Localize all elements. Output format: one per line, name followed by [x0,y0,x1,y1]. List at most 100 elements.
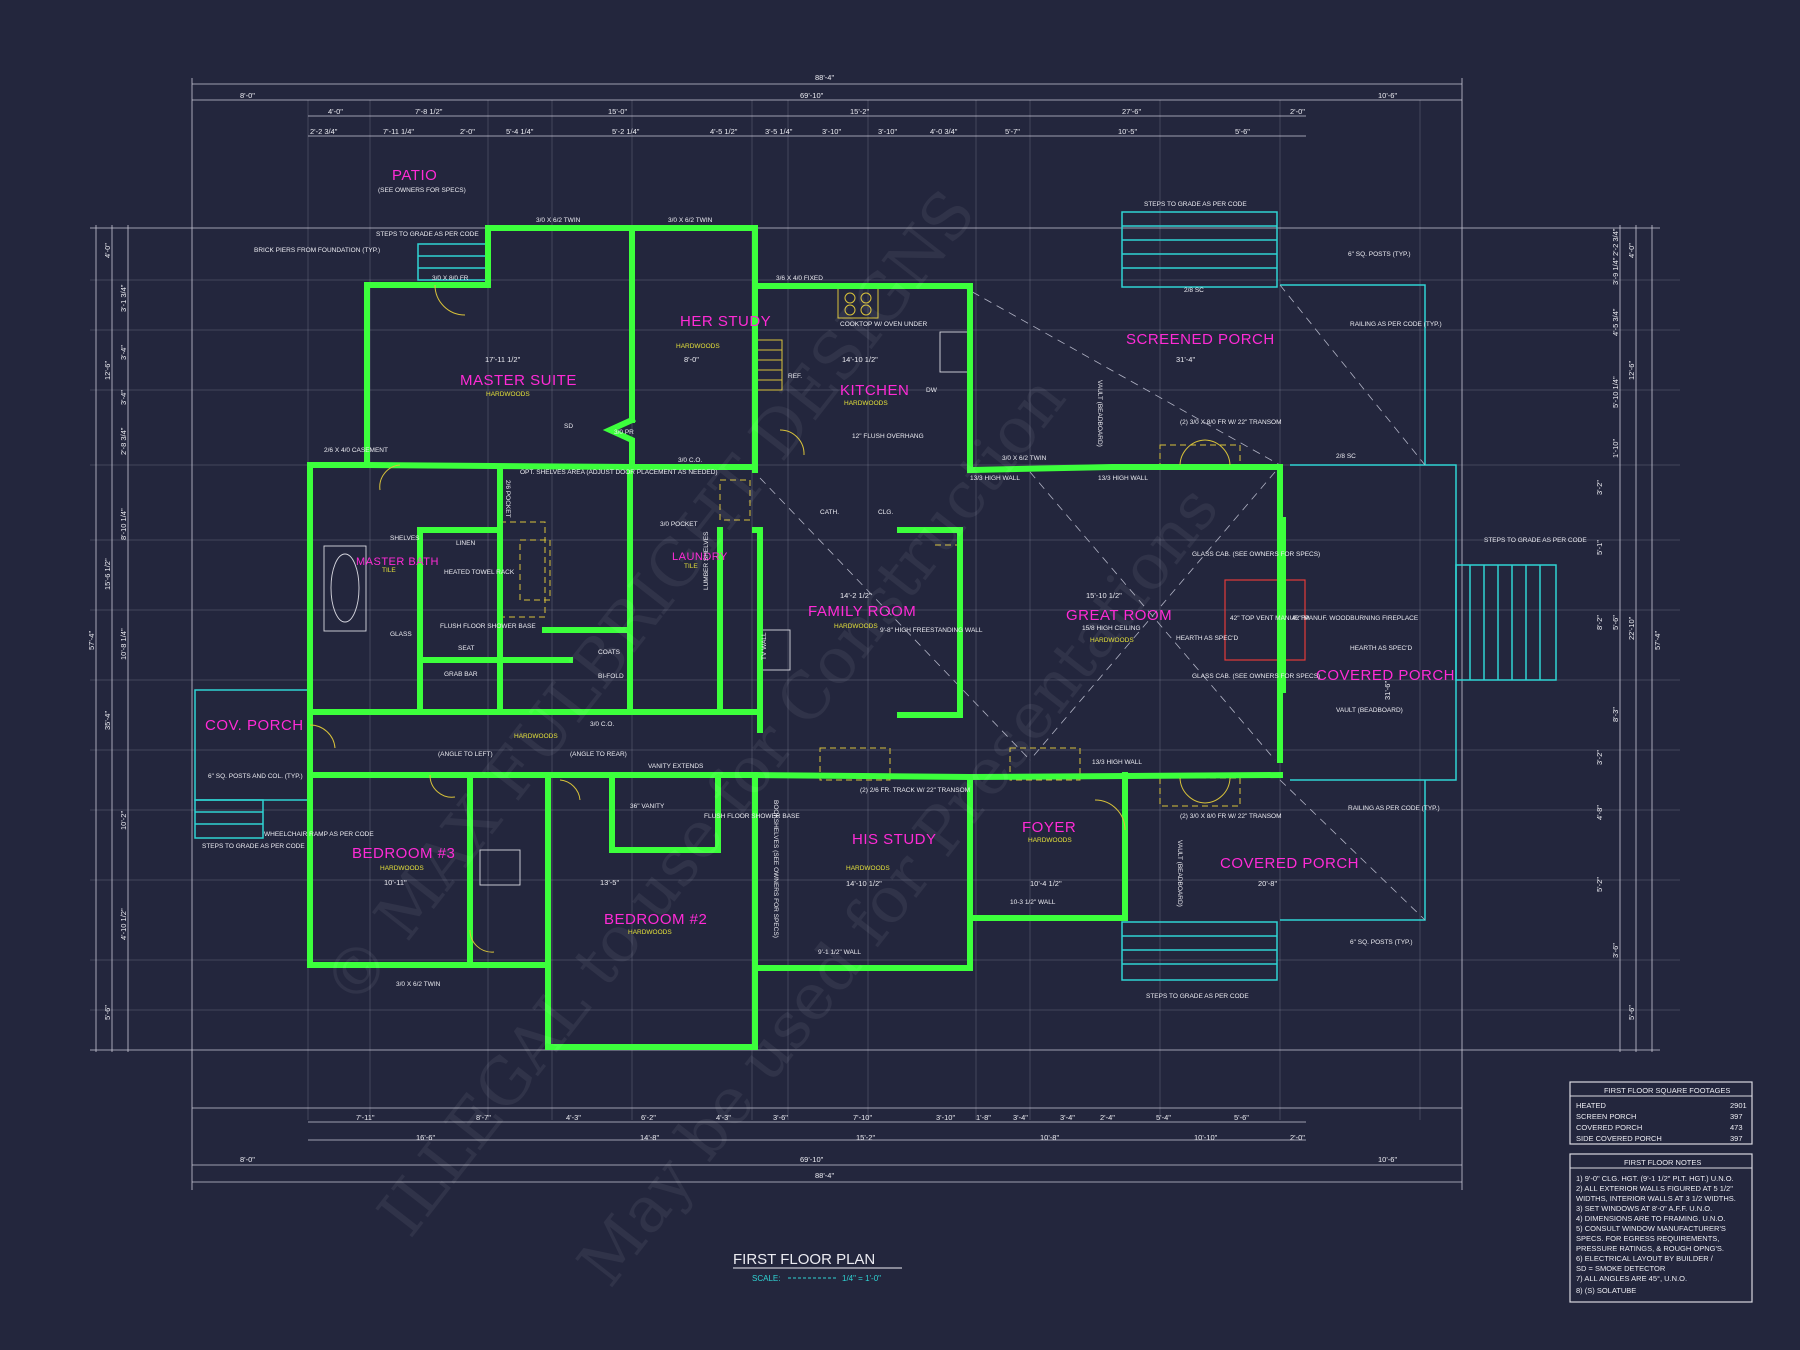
note-line: 6) ELECTRICAL LAYOUT BY BUILDER / [1576,1254,1714,1263]
note-high-wall-4: 10-3 1/2" WALL [1010,899,1056,906]
plan-title-text: FIRST FLOOR PLAN [733,1251,875,1268]
note-steps-left: STEPS TO GRADE AS PER CODE [202,843,305,850]
note-pocket-1: 3/0 POCKET [660,521,698,528]
note-casement: 2/6 X 4/0 CASEMENT [324,447,388,454]
sqft-label: SIDE COVERED PORCH [1576,1134,1662,1143]
note-high-wall-2: 13/3 HIGH WALL [1098,475,1148,482]
room-name-his-study: HIS STUDY [852,831,937,848]
room-dim-screened-porch: 31'-4" [1176,355,1195,364]
top-dimensions-row-3: 2'-2 3/4" 7'-11 1/4" 2'-0" 5'-4 1/4" 5'-… [310,127,1250,136]
note-angle-left: (ANGLE TO LEFT) [438,751,493,758]
dim-text: 3'-5 1/4" [765,127,793,136]
note-clg: CLG. [878,509,893,516]
dim-text: 3'-6" [1611,943,1620,958]
note-high-wall-1: 13/3 HIGH WALL [970,475,1020,482]
note-steps-patio: STEPS TO GRADE AS PER CODE [376,231,479,238]
dim-overall-left: 57'-4" [87,631,96,650]
dim-text: 4'-5 3/4" [1611,308,1620,336]
room-dim-master-suite: 17'-11 1/2" [485,355,521,364]
plan-title: FIRST FLOOR PLAN SCALE: 1/4" = 1'-0" [733,1251,902,1283]
dim-text: 4'-8" [1595,805,1604,820]
sqft-label: HEATED [1576,1101,1606,1110]
top-dimensions-row-2: 4'-0" 7'-8 1/2" 15'-0" 15'-2" 27'-6" 2'-… [328,107,1305,116]
note-shower-base: FLUSH FLOOR SHOWER BASE [440,623,536,630]
dim-text: 5'-6" [1234,1113,1249,1122]
note-shower-base-2: FLUSH FLOOR SHOWER BASE [704,813,800,820]
room-name-laundry: LAUNDRY [672,551,728,563]
dim-text: 14'-8" [640,1133,659,1142]
room-name-kitchen: KITCHEN [840,382,909,399]
dim-text: 3'-2" [1595,750,1604,765]
dim-text: 5'-10 1/4" [1611,376,1620,408]
note-shelves: SHELVES [390,535,420,542]
dim-text: 8'-2" [1595,615,1604,630]
room-name-foyer: FOYER [1022,819,1076,836]
note-tv-wall: TV WALL [761,632,768,660]
note-grab-bar: GRAB BAR [444,671,478,678]
note-glass-cab-2: GLASS CAB. (SEE OWNERS FOR SPECS) [1192,673,1320,680]
scale-label: SCALE: [752,1274,780,1283]
room-name-patio: PATIO [392,167,437,184]
room-floor-master-suite: HARDWOODS [486,391,530,398]
sqft-value: 2901 [1730,1101,1747,1110]
left-dimensions: 4'-0" 3'-1 3/4" 12'-6" 3'-4" 3'-4" 2'-8 … [103,243,128,1020]
dim-text: 8'-3" [1611,707,1620,722]
note-family-wall: 9'-8" HIGH FREESTANDING WALL [880,627,983,634]
note-line: SPECS. FOR EGRESS REQUIREMENTS, [1576,1234,1719,1243]
note-posts-bottom: 6" SQ. POSTS (TYP.) [1350,939,1413,946]
dim-text: 4'-5 1/2" [710,127,738,136]
bottom-dimensions-row-1: 7'-11" 8'-7" 4'-3" 6'-2" 4'-3" 3'-6" 7'-… [356,1113,1249,1122]
note-vanity: 36" VANITY [630,803,665,810]
dim-text: 7'-8 1/2" [415,107,443,116]
note-wheelchair-ramp: WHEELCHAIR RAMP AS PER CODE [264,831,374,838]
note-window-twin-3: 3/0 X 6/2 TWIN [396,981,441,988]
dim-text: 4'-0 3/4" [930,127,958,136]
note-line: 3) SET WINDOWS AT 8'-0" A.F.F. U.N.O. [1576,1204,1712,1213]
note-fireplace: 42" MANUF. WOODBURNING FIREPLACE [1292,615,1419,622]
dim-text: 12'-6" [103,361,112,380]
note-top-vent: 42" TOP VENT MANUF. FP [1230,615,1310,622]
dim-text: 69'-10" [800,1155,824,1164]
note-railing-bottom: RAILING AS PER CODE (TYP.) [1348,805,1440,812]
dim-text: 10'-2" [119,811,128,830]
note-bi-fold: BI-FOLD [598,673,624,680]
note-steps-bottom: STEPS TO GRADE AS PER CODE [1146,993,1249,1000]
dim-text: 3'-6" [773,1113,788,1122]
note-pr: 3/0 PR [614,429,634,436]
sqft-header: FIRST FLOOR SQUARE FOOTAGES [1604,1086,1730,1095]
note-line: 8) (S) SOLATUBE [1576,1286,1636,1295]
note-hearth-2: HEARTH AS SPEC'D [1350,645,1412,652]
note-posts-left: 6" SQ. POSTS AND COL. (TYP.) [208,773,303,780]
dim-text: 3'-10" [936,1113,955,1122]
dim-text: 10'-10" [1194,1133,1218,1142]
annotations: BRICK PIERS FROM FOUNDATION (TYP.) STEPS… [202,201,1587,1000]
porch-structures [194,211,1557,981]
room-name-great-room: GREAT ROOM [1066,607,1172,624]
note-sd: SD [564,423,573,430]
room-dim-bedroom-3: 10'-11" [384,878,407,887]
ceiling-lines [759,284,1426,921]
note-pantry: LUMBER SHELVES [703,531,710,590]
note-line: 5) CONSULT WINDOW MANUFACTURER'S [1576,1224,1726,1233]
dim-text: 8'-7" [476,1113,491,1122]
dim-text: 2'-0" [1290,107,1305,116]
note-angle-rear: (ANGLE TO REAR) [570,751,627,758]
note-coats: COATS [598,649,621,656]
room-floor-family-room: HARDWOODS [834,623,878,630]
dim-text: 3'-4" [1013,1113,1028,1122]
room-name-screened-porch: SCREENED PORCH [1126,331,1275,348]
dim-text: 5'-4" [1156,1113,1171,1122]
note-hallway-floor: HARDWOODS [514,733,558,740]
room-name-master-bath: MASTER BATH [356,556,439,568]
dim-text: 10'-8" [1040,1133,1059,1142]
dim-text: 1'-8" [976,1113,991,1122]
dim-text: 10'-6" [1378,1155,1397,1164]
note-sc-2: 2/8 SC [1336,453,1356,460]
dim-text: 10'-6" [1378,91,1397,100]
note-towel-rack: HEATED TOWEL RACK [444,569,515,576]
room-dim-foyer: 10'-4 1/2" [1030,879,1062,888]
dim-text: 4'-10 1/2" [119,908,128,940]
note-ceiling: 15/8 HIGH CEILING [1082,625,1141,632]
dim-text: 8'-0" [240,1155,255,1164]
